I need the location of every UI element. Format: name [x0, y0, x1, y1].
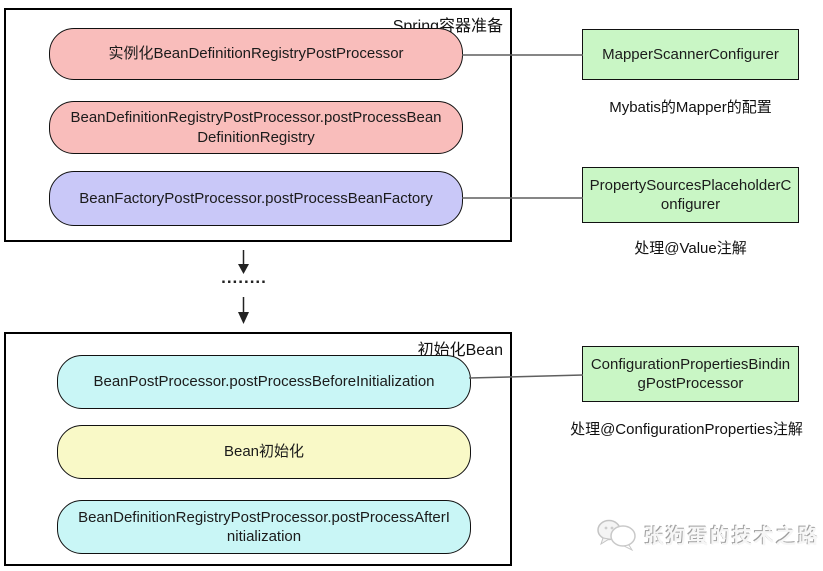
- caption-mybatis-mapper-config: Mybatis的Mapper的配置: [609, 99, 772, 116]
- box-post-process-before-initialization: BeanPostProcessor.postProcessBeforeIniti…: [57, 355, 471, 409]
- watermark-text: 张狗蛋的技术之路: [644, 525, 820, 548]
- box-instantiate-bean-definition-registry-post-processor: 实例化BeanDefinitionRegistryPostProcessor: [49, 28, 463, 80]
- ellipsis-dots: ........: [221, 268, 267, 287]
- box-post-process-bean-factory: BeanFactoryPostProcessor.postProcessBean…: [49, 171, 463, 226]
- group-bean-initialization-label: 初始化Bean: [417, 342, 503, 359]
- box-bean-init: Bean初始化: [57, 425, 471, 479]
- group-spring-container-prep: Spring容器准备 实例化BeanDefinitionRegistryPost…: [4, 8, 512, 242]
- box-property-sources-placeholder-configurer: PropertySourcesPlaceholderConfigurer: [582, 167, 799, 223]
- box-mapper-scanner-configurer: MapperScannerConfigurer: [582, 29, 799, 80]
- box-post-process-bean-definition-registry: BeanDefinitionRegistryPostProcessor.post…: [49, 101, 463, 154]
- watermark-logo-icon: [597, 519, 636, 551]
- box-post-process-after-initialization: BeanDefinitionRegistryPostProcessor.post…: [57, 500, 471, 554]
- watermark: 张狗蛋的技术之路: [596, 517, 820, 551]
- caption-configuration-properties-annotation: 处理@ConfigurationProperties注解: [570, 421, 803, 438]
- box-configuration-properties-binding-post-processor: ConfigurationPropertiesBindingPostProces…: [582, 346, 799, 402]
- group-bean-initialization: 初始化Bean BeanPostProcessor.postProcessBef…: [4, 332, 512, 566]
- caption-value-annotation: 处理@Value注解: [634, 240, 747, 257]
- down-arrow-bottom-icon: [238, 297, 249, 324]
